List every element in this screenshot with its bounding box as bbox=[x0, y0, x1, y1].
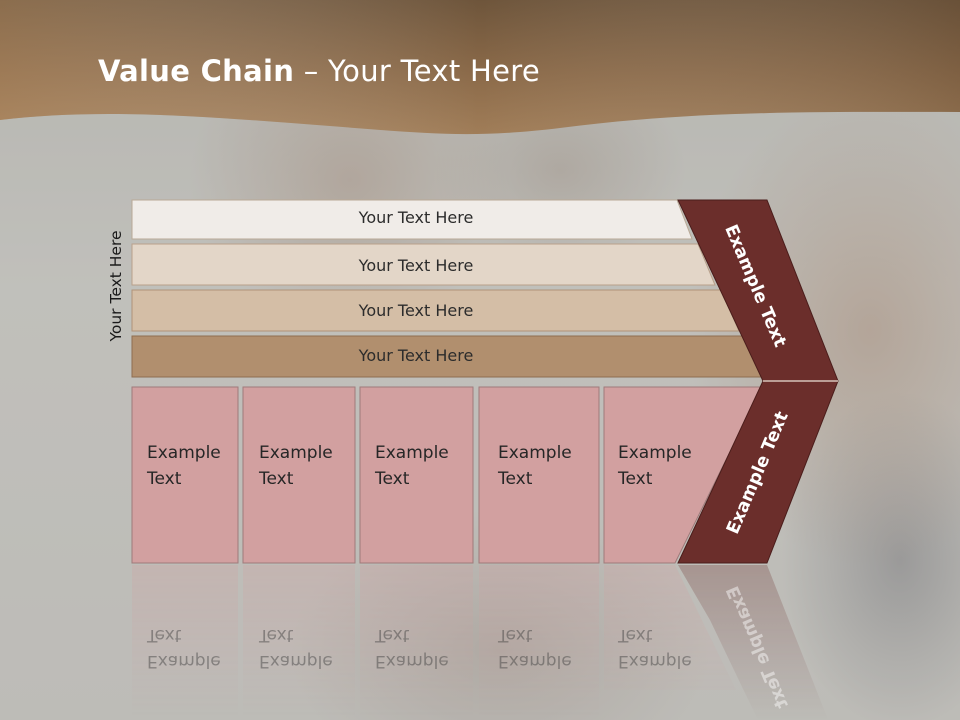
box-label-4-line1: Example bbox=[498, 443, 572, 463]
page-title: Value Chain – Your Text Here bbox=[98, 54, 540, 88]
box-label-5-line2: Text bbox=[618, 469, 653, 489]
box-shape-5 bbox=[603, 386, 763, 564]
reflect-box-4 bbox=[479, 565, 599, 715]
row-label-3: Your Text Here bbox=[358, 301, 474, 320]
box-label-5-line1: Example bbox=[618, 443, 692, 463]
box-label-4-line2: Text bbox=[498, 469, 533, 489]
box-shape-3 bbox=[359, 386, 474, 564]
header-band bbox=[0, 0, 960, 135]
reflect-box-2 bbox=[243, 565, 355, 715]
box-label-3-line2: Text bbox=[375, 469, 410, 489]
box-label-3-line1: Example bbox=[375, 443, 449, 463]
row-label-1: Your Text Here bbox=[358, 208, 474, 227]
box-label-1-line2: Text bbox=[147, 469, 182, 489]
box-shape-4 bbox=[478, 386, 600, 564]
row-shape-1 bbox=[131, 199, 693, 240]
box-shape-1 bbox=[131, 386, 239, 564]
reflect-box-5 bbox=[604, 565, 736, 690]
reflect-box-3 bbox=[360, 565, 473, 715]
box-label-2-line2: Text bbox=[259, 469, 294, 489]
box-label-1-line1: Example bbox=[147, 443, 221, 463]
reflect-box-1 bbox=[132, 565, 238, 715]
reflect-chevron bbox=[678, 565, 829, 720]
row-label-4: Your Text Here bbox=[358, 346, 474, 365]
title-bold: Value Chain bbox=[98, 54, 295, 88]
row-label-2: Your Text Here bbox=[358, 256, 474, 275]
box-shape-2 bbox=[242, 386, 356, 564]
reflection-shapes bbox=[132, 565, 829, 720]
title-rest: – Your Text Here bbox=[294, 54, 540, 88]
row-shape-2 bbox=[131, 243, 716, 286]
box-label-2-line1: Example bbox=[259, 443, 333, 463]
